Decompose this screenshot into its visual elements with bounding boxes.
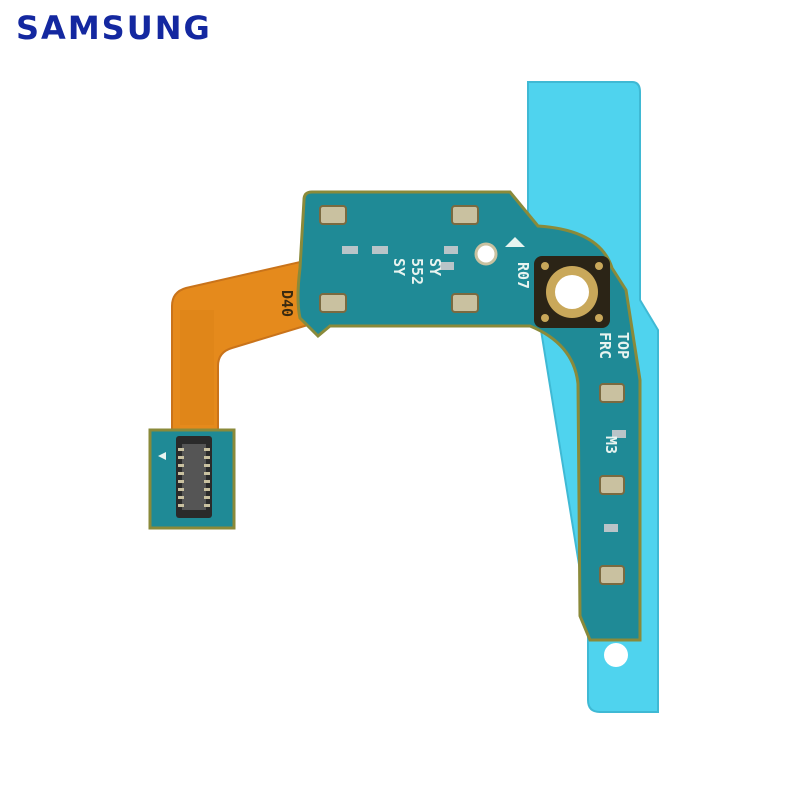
spring-contacts <box>319 205 625 585</box>
pin1-triangle <box>158 452 166 460</box>
flex-grid-pattern <box>180 310 214 425</box>
silk-label-m3: M3 <box>602 436 620 454</box>
silk-label-d40: D40 <box>278 290 296 317</box>
direction-triangle <box>505 237 525 247</box>
mounting-hole <box>474 242 498 266</box>
smd-components <box>342 246 626 532</box>
silk-label-ref: R07 <box>514 262 532 289</box>
silk-label-frc: FRC <box>596 332 614 359</box>
adhesive-hole <box>604 643 628 667</box>
microphone-component <box>534 256 610 328</box>
silk-label-code: 552 <box>408 258 426 285</box>
orange-flex-ribbon <box>171 260 320 431</box>
samsung-logo: SAMSUNG <box>16 9 212 47</box>
silk-label-sy-top: SY <box>426 258 444 276</box>
silk-label-top: TOP <box>614 332 632 359</box>
board-connector <box>176 436 212 518</box>
silk-label-sy-bottom: SY <box>390 258 408 276</box>
